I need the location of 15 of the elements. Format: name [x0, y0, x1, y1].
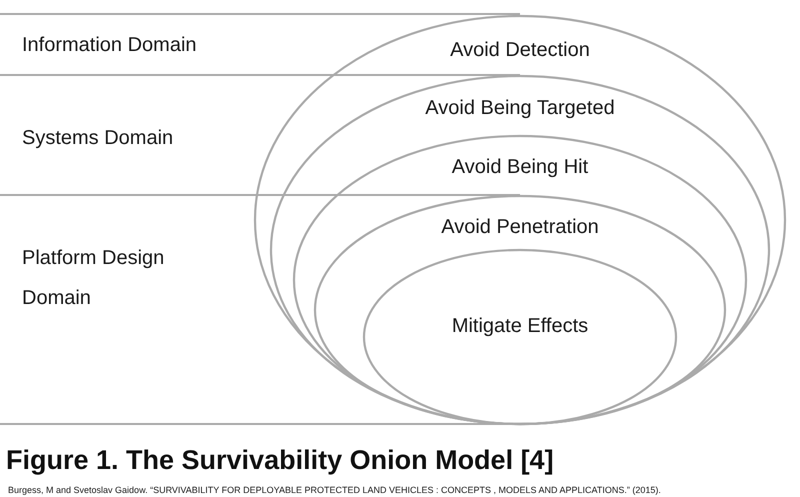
onion-layer	[314, 195, 726, 425]
domain-label: Platform Design Domain	[22, 246, 166, 311]
onion-layer	[254, 15, 786, 425]
layer-label: Avoid Penetration	[440, 215, 600, 239]
onion-layer	[270, 75, 770, 425]
layer-label: Avoid Being Targeted	[424, 96, 616, 120]
figure-caption: Figure 1. The Survivability Onion Model [4]	[6, 445, 554, 476]
layer-label: Avoid Being Hit	[450, 155, 590, 179]
domain-label: Information Domain	[22, 33, 198, 58]
onion-layer	[363, 249, 677, 425]
layer-label: Avoid Detection	[449, 38, 591, 62]
layer-label: Mitigate Effects	[450, 314, 590, 338]
domain-label: Systems Domain	[22, 126, 174, 151]
onion-layer	[293, 135, 747, 425]
citation: Burgess, M and Svetoslav Gaidow. “SURVIVABILITY FOR DEPLOYABLE PROTECTED LAND VEHICLES : CONCEPTS , MODELS AND APPLICATIONS.” (2015).	[8, 484, 662, 496]
